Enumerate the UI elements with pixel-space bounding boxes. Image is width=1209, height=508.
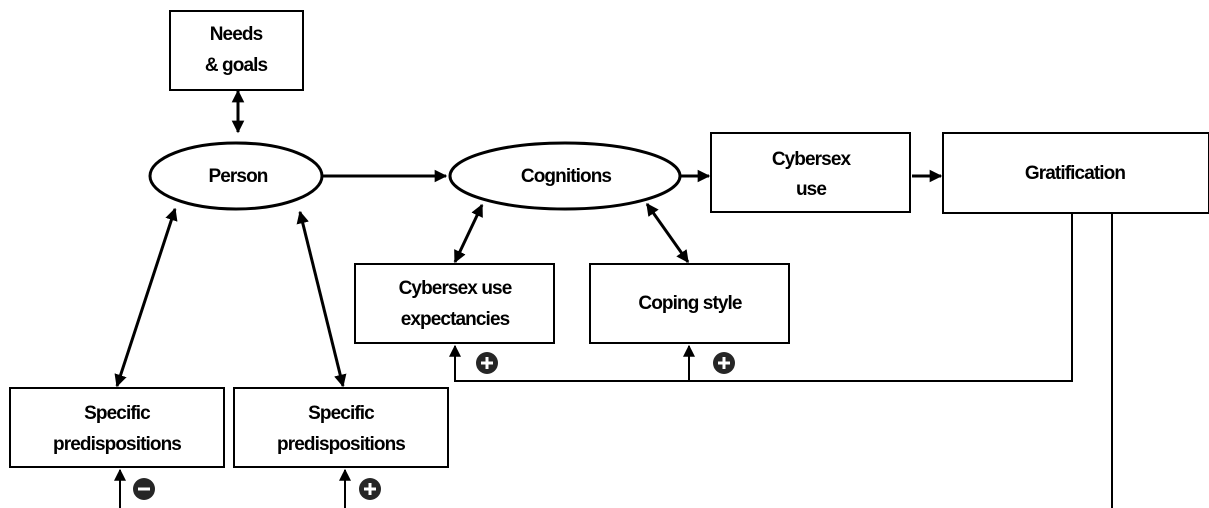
node-cybersex-use: Cybersex use xyxy=(710,132,911,213)
node-coping-style: Coping style xyxy=(589,263,790,344)
arrow-person-predisp-right xyxy=(296,210,347,388)
predisp-left-line2: predispositions xyxy=(53,434,181,455)
expectancies-line1: Cybersex use xyxy=(399,278,512,299)
node-gratification: Gratification xyxy=(942,132,1209,214)
predisp-right-line1: Specific xyxy=(308,403,375,424)
plus-icon-coping-style xyxy=(713,352,735,374)
gratification-label: Gratification xyxy=(1025,163,1125,184)
node-expectancies: Cybersex use expectancies xyxy=(354,263,555,344)
needs-goals-line1: Needs xyxy=(210,24,263,45)
cognitions-label: Cognitions xyxy=(521,166,612,187)
node-predisp-left: Specific predispositions xyxy=(9,387,225,468)
predisp-right-line2: predispositions xyxy=(277,434,405,455)
needs-goals-line2: & goals xyxy=(205,55,268,76)
coping-style-label: Coping style xyxy=(638,293,742,314)
arrow-cognitions-coping xyxy=(645,202,690,264)
node-cognitions: Cognitions xyxy=(448,141,682,211)
cybersex-use-line1: Cybersex xyxy=(772,149,852,170)
minus-icon-predisp-left xyxy=(133,478,155,500)
cybersex-use-line2: use xyxy=(796,179,826,200)
node-predisp-right: Specific predispositions xyxy=(233,387,449,468)
predisp-left-line1: Specific xyxy=(84,403,151,424)
plus-icon-expectancies xyxy=(476,352,498,374)
feedback-line-gratification xyxy=(449,214,1073,382)
node-person: Person xyxy=(148,141,324,211)
arrow-cognitions-expectancies xyxy=(453,203,484,264)
person-label: Person xyxy=(208,166,267,187)
arrow-person-predisp-left xyxy=(114,207,178,388)
plus-icon-predisp-right xyxy=(359,478,381,500)
expectancies-line2: expectancies xyxy=(401,309,510,330)
node-needs-goals: Needs & goals xyxy=(169,10,304,91)
